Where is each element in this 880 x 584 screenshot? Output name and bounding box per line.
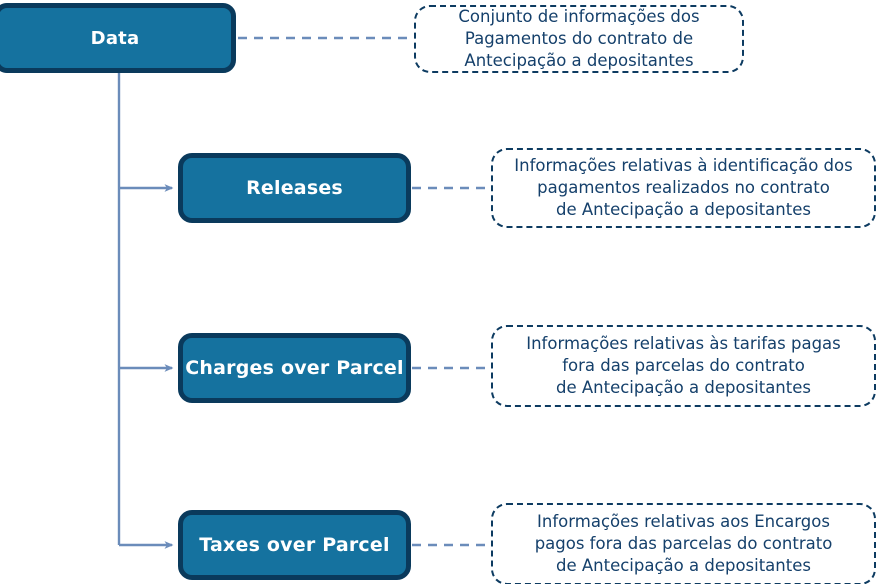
note-releases-text: Informações relativas à identificação do… xyxy=(514,156,853,219)
note-taxes-over-parcel-text: Informações relativas aos Encargos pagos… xyxy=(534,512,833,575)
note-releases: Informações relativas à identificação do… xyxy=(491,148,876,228)
node-charges-over-parcel[interactable]: Charges over Parcel xyxy=(178,333,411,403)
note-charges-over-parcel-text: Informações relativas às tarifas pagas f… xyxy=(526,334,841,397)
node-charges-over-parcel-label: Charges over Parcel xyxy=(185,357,404,379)
note-data-text: Conjunto de informações dos Pagamentos d… xyxy=(458,7,700,70)
node-releases-label: Releases xyxy=(246,177,343,199)
node-releases[interactable]: Releases xyxy=(178,153,411,223)
note-taxes-over-parcel: Informações relativas aos Encargos pagos… xyxy=(491,503,876,584)
node-taxes-over-parcel[interactable]: Taxes over Parcel xyxy=(178,510,411,580)
note-data: Conjunto de informações dos Pagamentos d… xyxy=(414,5,744,73)
node-taxes-over-parcel-label: Taxes over Parcel xyxy=(199,534,390,556)
node-data[interactable]: Data xyxy=(0,3,236,73)
note-charges-over-parcel: Informações relativas às tarifas pagas f… xyxy=(491,325,876,407)
node-data-label: Data xyxy=(90,27,140,49)
